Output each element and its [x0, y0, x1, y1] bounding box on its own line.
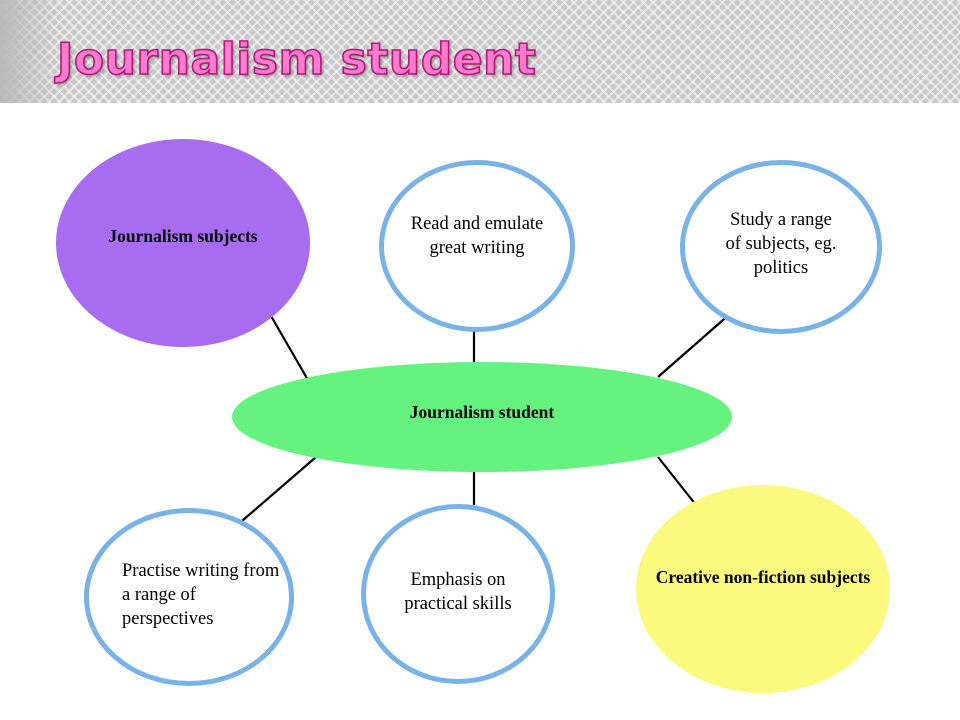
node-study-range-label: Study a range of subjects, eg. politics	[725, 210, 837, 278]
title-band	[0, 0, 960, 103]
node-practical-skills-label: Emphasis on practical skills	[404, 570, 512, 614]
node-read-emulate: Read and emulate great writing	[379, 160, 575, 332]
connector-practise-writing	[241, 456, 317, 522]
connector-journalism-subjects	[270, 315, 309, 381]
node-journalism-subjects-label: Journalism subjects	[108, 225, 258, 246]
node-center-journalism-student: Journalism student	[232, 362, 732, 472]
slide-title: Journalism student	[56, 34, 537, 85]
node-practise-writing: Practise writing from a range of perspec…	[84, 508, 294, 686]
node-read-emulate-label: Read and emulate great writing	[410, 214, 544, 258]
connector-creative-nonfiction	[657, 456, 697, 506]
node-practise-writing-label: Practise writing from a range of perspec…	[122, 561, 280, 629]
node-practical-skills: Emphasis on practical skills	[361, 504, 555, 684]
node-center-label: Journalism student	[409, 401, 555, 422]
title-band-accent	[0, 0, 58, 103]
node-creative-nonfiction: Creative non-fiction subjects	[636, 485, 890, 693]
node-creative-nonfiction-label: Creative non-fiction subjects	[655, 567, 871, 587]
node-study-range: Study a range of subjects, eg. politics	[680, 160, 882, 334]
node-journalism-subjects: Journalism subjects	[56, 139, 310, 347]
connector-study-range	[657, 312, 732, 378]
